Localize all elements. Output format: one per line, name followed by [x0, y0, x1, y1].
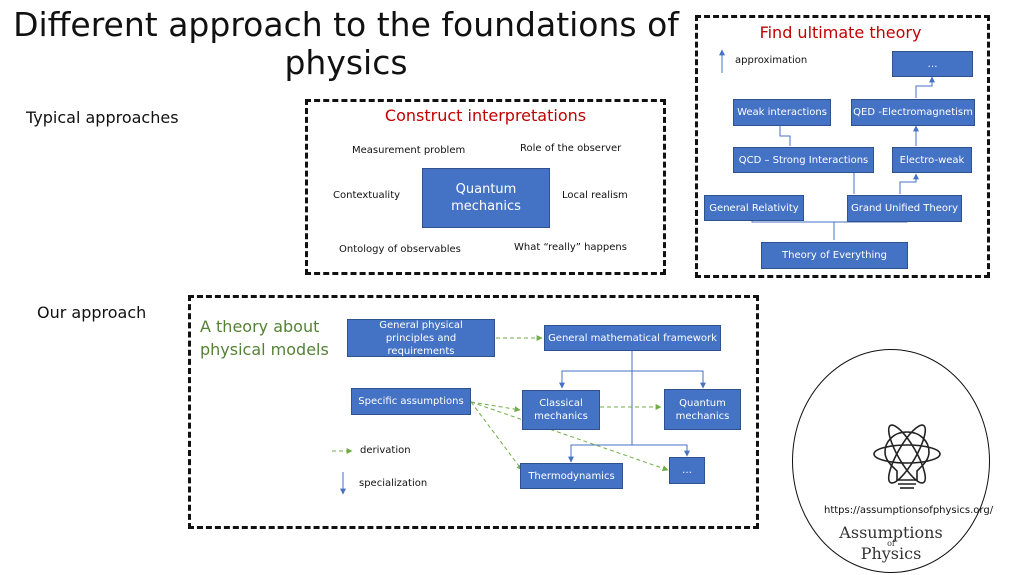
logo-name-top: Assumptions: [839, 523, 943, 542]
qcd-strong-box: QCD – Strong Interactions: [733, 147, 874, 173]
classical-mechanics-box: Classical mechanics: [522, 390, 600, 430]
quantum-mechanics-model-box: Quantum mechanics: [664, 389, 741, 430]
ultimate-theory-panel: [695, 15, 990, 278]
logo-name-bottom: Physics: [860, 544, 922, 563]
ontology-observables-label: Ontology of observables: [339, 244, 461, 255]
specific-assumptions-box: Specific assumptions: [351, 388, 471, 415]
models-heading: A theory about physical models: [200, 317, 329, 359]
derivation-legend: derivation: [360, 445, 411, 456]
page-title: Different approach to the foundations of…: [13, 5, 679, 82]
thermodynamics-box: Thermodynamics: [520, 463, 623, 489]
grand-unified-theory-box: Grand Unified Theory: [847, 195, 962, 222]
logo-name-of: of: [887, 539, 895, 548]
lightbulb-atom-icon: [873, 424, 941, 489]
general-principles-box: General physical principles and requirem…: [347, 319, 495, 357]
weak-interactions-box: Weak interactions: [733, 99, 831, 126]
ultimate-theory-heading: Find ultimate theory: [759, 23, 922, 42]
mathematical-framework-box: General mathematical framework: [544, 325, 721, 351]
models-panel: [188, 295, 759, 529]
theory-of-everything-box: Theory of Everything: [761, 242, 908, 269]
our-approach-label: Our approach: [37, 303, 147, 322]
general-relativity-box: General Relativity: [704, 195, 804, 221]
qed-electromagnetism-box: QED -Electromagnetism: [851, 99, 975, 126]
what-really-happens-label: What “really” happens: [514, 242, 627, 253]
role-of-observer-label: Role of the observer: [520, 143, 622, 154]
typical-approaches-label: Typical approaches: [26, 108, 179, 127]
contextuality-label: Contextuality: [333, 190, 401, 201]
ellipsis-box-models: …: [669, 457, 705, 484]
interpretations-heading: Construct interpretations: [384, 106, 587, 125]
website-link[interactable]: https://assumptionsofphysics.org/: [824, 505, 994, 516]
interpretations-panel: [305, 99, 666, 275]
approximation-legend: approximation: [735, 55, 808, 66]
measurement-problem-label: Measurement problem: [352, 145, 466, 156]
logo-circle: [792, 349, 990, 573]
electro-weak-box: Electro-weak: [892, 147, 972, 173]
ellipsis-box-top: …: [892, 51, 973, 77]
quantum-mechanics-box: Quantum mechanics: [422, 168, 550, 228]
specialization-legend: specialization: [359, 478, 428, 489]
local-realism-label: Local realism: [562, 190, 628, 201]
